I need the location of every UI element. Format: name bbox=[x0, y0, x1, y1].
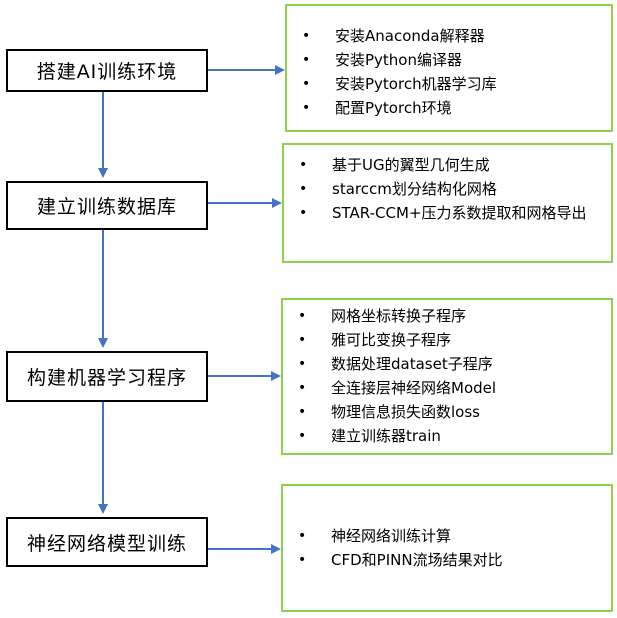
bullet-icon: • bbox=[298, 428, 307, 444]
bullet-icon: • bbox=[302, 28, 311, 44]
step-3-details: •网格坐标转换子程序 •雅可比变换子程序 •数据处理dataset子程序 •全连… bbox=[281, 298, 613, 455]
list-item: •基于UG的翼型几何生成 bbox=[284, 153, 611, 177]
bullet-icon: • bbox=[298, 404, 307, 420]
step-2-details: •基于UG的翼型几何生成 •starccm划分结构化网格 •STAR-CCM+压… bbox=[282, 143, 613, 263]
list-item: •安装Python编译器 bbox=[287, 48, 611, 72]
bullet-icon: • bbox=[299, 157, 308, 173]
step-3-box: 构建机器学习程序 bbox=[6, 351, 208, 402]
step-label: 神经网络模型训练 bbox=[26, 532, 187, 555]
list-item: •网格坐标转换子程序 bbox=[283, 304, 611, 328]
list-item: •雅可比变换子程序 bbox=[283, 328, 611, 352]
list-item: •物理信息损失函数loss bbox=[283, 400, 611, 424]
list-item: •CFD和PINN流场结果对比 bbox=[283, 548, 611, 572]
step-2-box: 建立训练数据库 bbox=[6, 181, 208, 230]
bullet-icon: • bbox=[298, 356, 307, 372]
bullet-icon: • bbox=[302, 76, 311, 92]
list-item: •神经网络训练计算 bbox=[283, 524, 611, 548]
step-label: 建立训练数据库 bbox=[36, 196, 177, 218]
list-item: •STAR-CCM+压力系数提取和网格导出 bbox=[284, 201, 611, 225]
bullet-icon: • bbox=[299, 205, 308, 221]
bullet-icon: • bbox=[298, 552, 307, 568]
bullet-icon: • bbox=[298, 528, 307, 544]
bullet-icon: • bbox=[298, 380, 307, 396]
bullet-icon: • bbox=[302, 100, 311, 116]
step-label: 搭建AI训练环境 bbox=[36, 61, 178, 83]
list-item: •建立训练器train bbox=[283, 424, 611, 448]
step-4-box: 神经网络模型训练 bbox=[6, 517, 208, 567]
list-item: •安装Anaconda解释器 bbox=[287, 24, 611, 48]
list-item: •starccm划分结构化网格 bbox=[284, 177, 611, 201]
list-item: •全连接层神经网络Model bbox=[283, 376, 611, 400]
step-1-details: •安装Anaconda解释器 •安装Python编译器 •安装Pytorch机器… bbox=[285, 4, 613, 132]
step-1-box: 搭建AI训练环境 bbox=[6, 49, 208, 92]
step-label: 构建机器学习程序 bbox=[26, 367, 187, 389]
bullet-icon: • bbox=[299, 181, 308, 197]
step-4-details: •神经网络训练计算 •CFD和PINN流场结果对比 bbox=[281, 484, 613, 612]
bullet-icon: • bbox=[298, 332, 307, 348]
list-item: •数据处理dataset子程序 bbox=[283, 352, 611, 376]
bullet-icon: • bbox=[298, 308, 307, 324]
bullet-icon: • bbox=[302, 52, 311, 68]
list-item: •安装Pytorch机器学习库 bbox=[287, 72, 611, 96]
list-item: •配置Pytorch环境 bbox=[287, 96, 611, 120]
